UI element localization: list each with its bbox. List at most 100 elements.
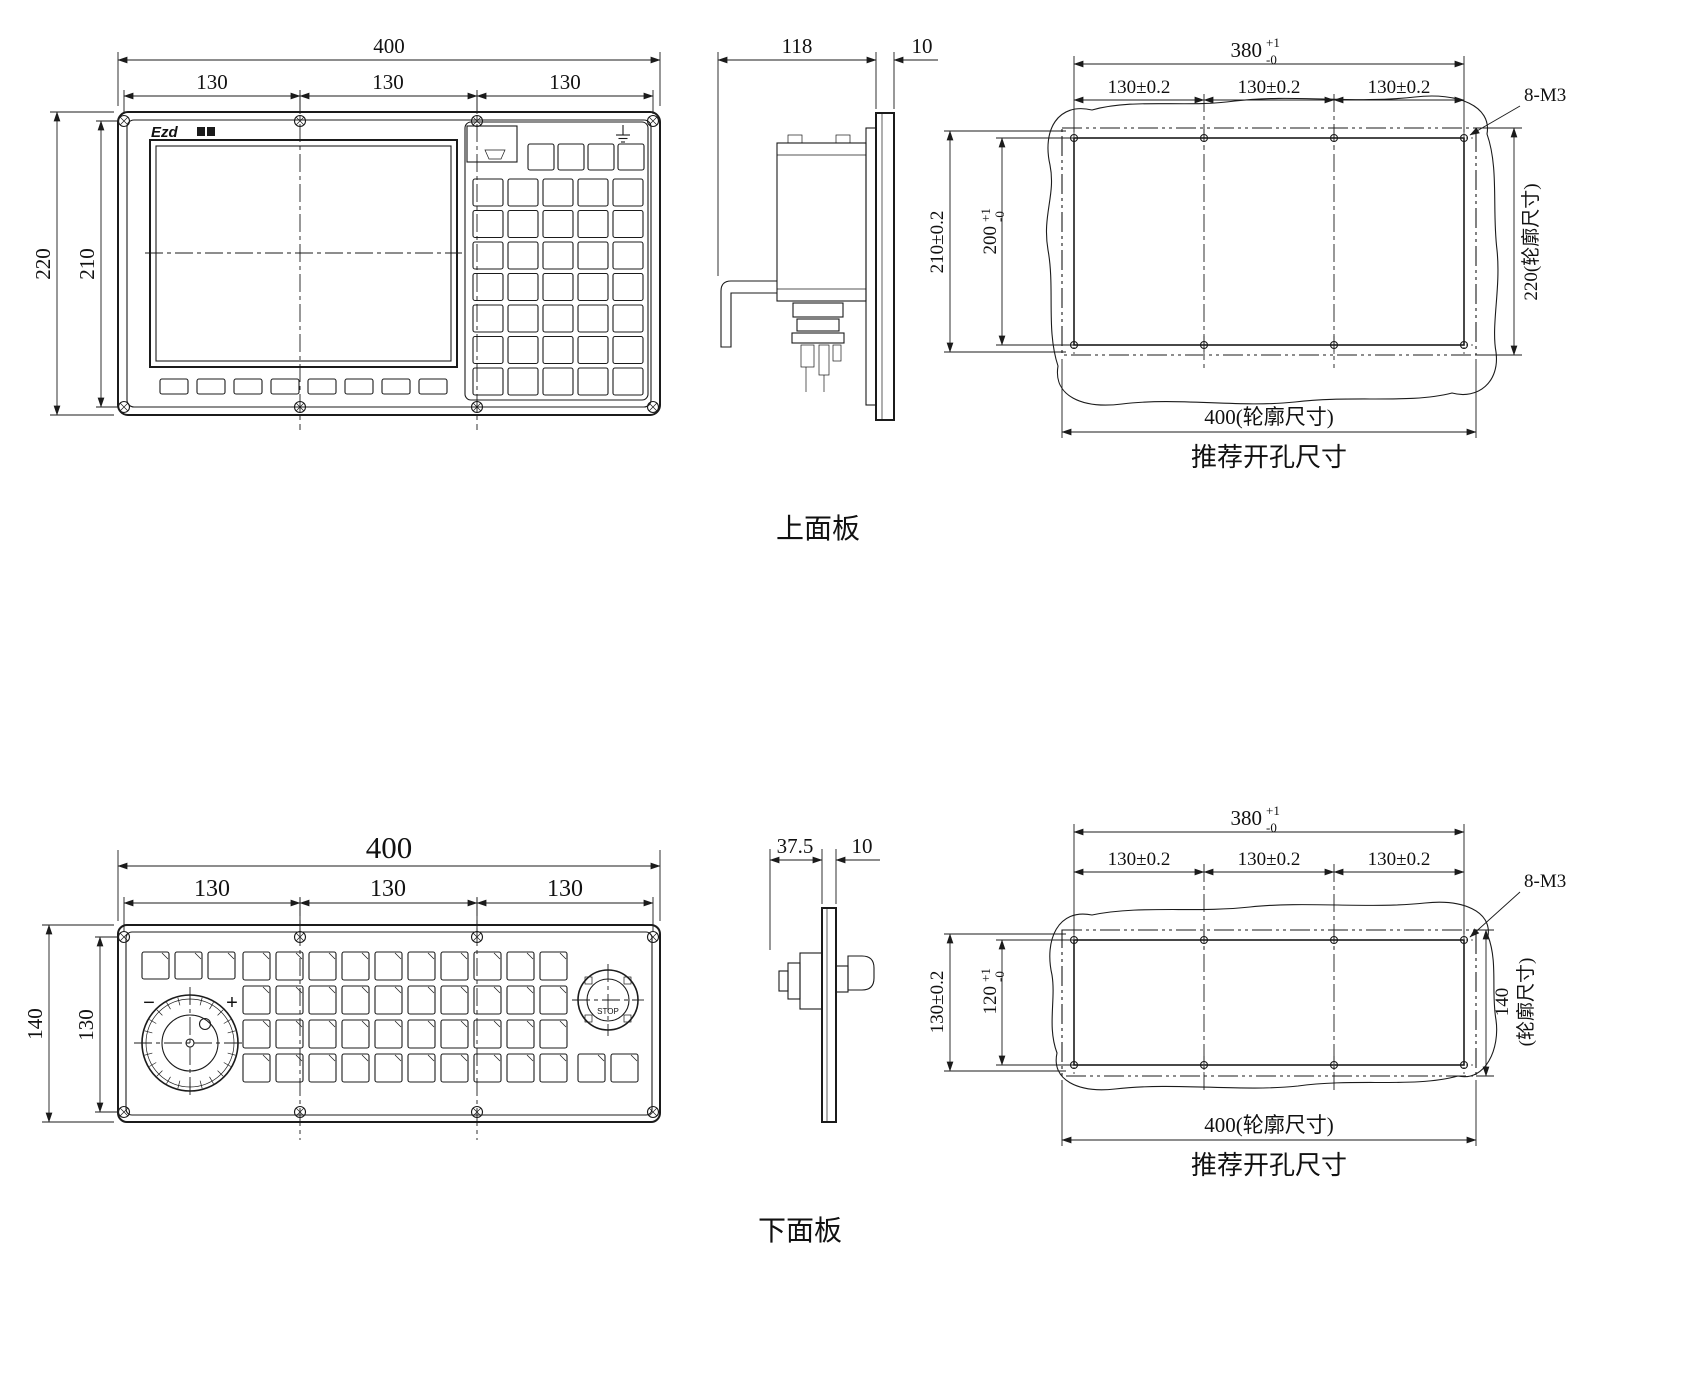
key-row-bottomright xyxy=(577,1053,639,1083)
key-corner-mark xyxy=(262,952,270,960)
key-corner-mark xyxy=(361,1020,369,1028)
panel-symbol-icon xyxy=(616,125,630,143)
screw-icon xyxy=(646,930,660,944)
panel-key xyxy=(577,367,609,396)
key-corner-mark xyxy=(295,1020,303,1028)
panel-key xyxy=(270,378,300,395)
dim-upper-cut-segments-130: 130±0.2 130±0.2 130±0.2 xyxy=(1073,77,1465,104)
screw-slot xyxy=(649,1108,657,1116)
wheel-tick xyxy=(199,997,203,1006)
key-corner-mark xyxy=(361,1054,369,1062)
connector-pin xyxy=(818,344,830,376)
screw-icon xyxy=(646,114,660,128)
key-corner-mark xyxy=(394,1054,402,1062)
dim-text: 130 xyxy=(372,70,404,94)
mounting-holes xyxy=(1065,129,1473,354)
brand-logo-mark xyxy=(197,127,205,136)
panel-key xyxy=(381,378,411,395)
dim-text: 130 xyxy=(370,876,406,902)
panel-key xyxy=(577,178,609,207)
dim-text: 400 xyxy=(366,830,413,865)
panel-key xyxy=(141,951,170,980)
key-corner-mark xyxy=(597,1054,605,1062)
key-corner-mark xyxy=(328,986,336,994)
panel-key xyxy=(539,985,568,1015)
key-corner-mark xyxy=(394,952,402,960)
cutout-rect xyxy=(1073,137,1465,346)
key-row-topleft xyxy=(141,951,236,980)
wheel-tick xyxy=(223,1019,231,1024)
handwheel-body xyxy=(799,952,823,1010)
panel-key xyxy=(418,378,448,395)
panel-key xyxy=(506,1053,535,1083)
panel-key xyxy=(207,951,236,980)
back-plate xyxy=(865,127,877,406)
lcd-screen xyxy=(149,139,458,368)
connector-pin xyxy=(800,344,815,368)
dim-text: 220 xyxy=(31,248,55,280)
upper-panel-outline xyxy=(117,111,661,416)
screw-slot xyxy=(473,403,481,411)
mounting-bracket xyxy=(720,280,777,348)
panel-key xyxy=(472,178,504,207)
panel-key xyxy=(507,272,539,302)
panel-key xyxy=(407,985,436,1015)
key-corner-mark xyxy=(295,1054,303,1062)
screw-icon xyxy=(117,930,131,944)
dim-upper-cut-height-210: 210±0.2 xyxy=(927,130,1066,353)
dim-text: 130 xyxy=(74,1009,98,1041)
panel-key xyxy=(308,1019,337,1049)
panel-key xyxy=(472,304,504,333)
panel-key xyxy=(440,985,469,1015)
key-corner-mark xyxy=(427,986,435,994)
screw-slot xyxy=(120,933,128,941)
connector xyxy=(791,332,845,344)
panel-key xyxy=(308,951,337,981)
dim-text: 130 xyxy=(549,70,581,94)
dim-upper-front-width-400: 400 xyxy=(117,34,661,106)
panel-key xyxy=(242,951,271,981)
estop-stem xyxy=(835,965,849,993)
dim-text: 10 xyxy=(912,34,933,58)
panel-key xyxy=(407,1019,436,1049)
panel-key xyxy=(307,378,337,395)
panel-key xyxy=(612,367,644,396)
panel-outline-rect xyxy=(1061,127,1477,356)
handwheel-minus-label: − xyxy=(143,992,155,1014)
panel-key xyxy=(341,985,370,1015)
dim-lower-side-thickness-10: 10 xyxy=(835,834,880,864)
panel-key xyxy=(577,272,609,302)
key-corner-mark xyxy=(361,952,369,960)
handwheel-shaft xyxy=(778,970,789,992)
connector xyxy=(792,302,844,318)
panel-key xyxy=(542,209,574,239)
screw-slot xyxy=(120,117,128,125)
dim-text: 10 xyxy=(852,834,873,858)
key-corner-mark xyxy=(262,1054,270,1062)
key-grid xyxy=(242,951,568,1083)
dim-text: 130 xyxy=(194,876,230,902)
dim-lower-cut-outline-height-140: 140 (轮廓尺寸) xyxy=(1476,929,1537,1077)
lower-front-view: − + STOP xyxy=(117,898,661,1140)
key-corner-mark xyxy=(526,986,534,994)
screw-slot xyxy=(473,117,481,125)
screw-slot xyxy=(120,403,128,411)
panel-key xyxy=(275,951,304,981)
panel-key xyxy=(407,951,436,981)
wheel-tick xyxy=(209,1076,214,1084)
panel-key xyxy=(275,1053,304,1083)
screw-icon xyxy=(470,114,484,128)
dim-lower-side-depth-37-5: 37.5 xyxy=(769,834,837,950)
screw-icon xyxy=(470,1105,484,1119)
panel-key xyxy=(472,241,504,270)
dim-text: 130±0.2 xyxy=(1108,77,1171,98)
key-corner-mark xyxy=(262,1020,270,1028)
housing-body xyxy=(776,142,867,302)
wheel-tick xyxy=(223,1062,231,1067)
handwheel-handle xyxy=(198,1017,212,1031)
keypad-grid xyxy=(472,178,644,396)
panel-key xyxy=(440,1053,469,1083)
panel-key xyxy=(506,985,535,1015)
tolerance-lower: -0 xyxy=(1266,820,1277,835)
panel-key xyxy=(612,304,644,333)
